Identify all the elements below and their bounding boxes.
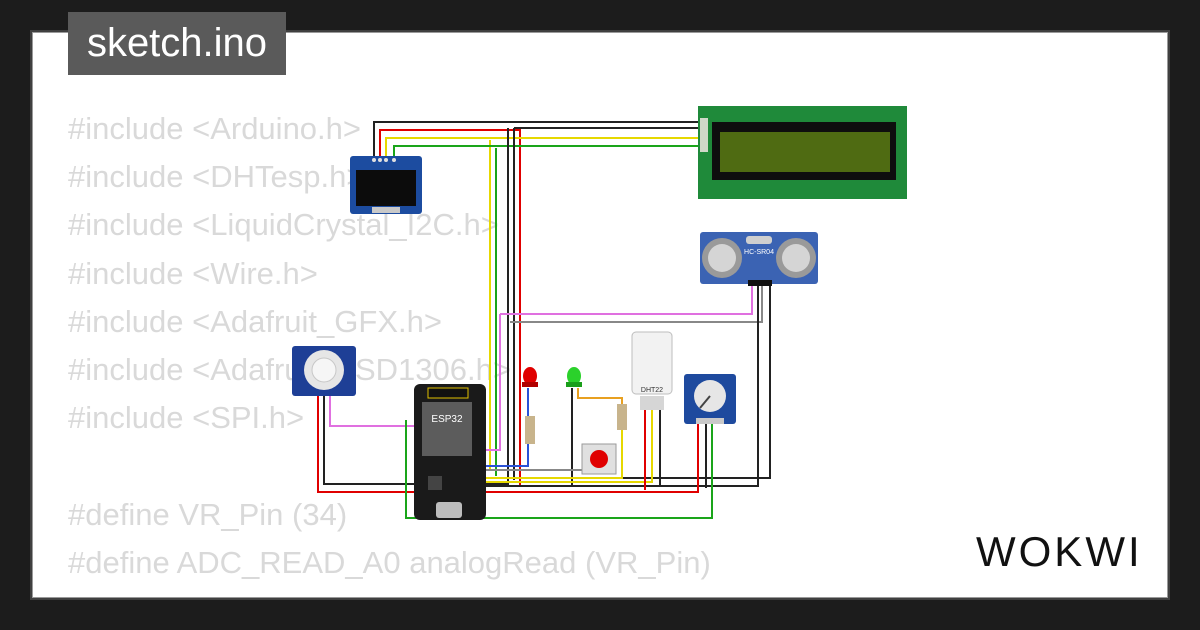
wire-green: [405, 420, 713, 519]
preview-card: #include <Arduino.h> #include <DHTesp.h> #…: [33, 33, 1167, 597]
wire-red: [317, 396, 414, 493]
code-line: #include <Arduino.h>: [68, 111, 362, 146]
potentiometer-icon: [684, 374, 736, 424]
wokwi-logo: WOKWI: [976, 528, 1143, 575]
lcd-display: [698, 106, 907, 199]
wire-red: [480, 420, 699, 493]
ultrasonic-sensor: HC-SR04: [700, 232, 818, 286]
wire-black: [513, 127, 700, 480]
wire-gray: [510, 284, 763, 323]
code-line: #include <Wire.h>: [68, 255, 318, 291]
code-preview: #include <Arduino.h> #include <DHTesp.h> #…: [68, 105, 711, 597]
esp32-board: ESP32: [414, 384, 486, 520]
wire-blue: [480, 388, 529, 467]
led-red-icon: [522, 367, 538, 444]
pir-sensor-icon: [292, 346, 356, 396]
dht-label: DHT22: [641, 387, 663, 394]
wire-black: [480, 128, 509, 485]
code-line: #include <Adafruit_GFX.h>: [68, 303, 442, 339]
wire-yellow: [480, 410, 653, 483]
led-green-icon: [566, 367, 582, 387]
circuit-diagram: HC-SR04 ESP32: [292, 106, 907, 520]
wire-orange: [577, 388, 623, 404]
wire-green: [393, 145, 700, 476]
code-line: #include <SPI.h>: [68, 400, 305, 436]
push-button-icon: [581, 443, 617, 475]
code-line: #define ADC_READ_A0 analogRead (VR_Pin): [68, 544, 711, 580]
wire-pink: [480, 284, 753, 451]
wire-black: [323, 396, 414, 485]
code-line: #define SWITCH_S1 (35): [68, 587, 711, 597]
file-tab[interactable]: sketch.ino: [68, 12, 286, 75]
code-line: #include <LiquidCrystal_I2C.h>: [68, 207, 499, 243]
ultrasonic-label: HC-SR04: [744, 249, 774, 256]
wire-pink: [329, 396, 414, 427]
oled-display: [350, 156, 422, 214]
wires: [317, 121, 771, 519]
code-line: #include <DHTesp.h>: [68, 159, 365, 195]
brand-name: WOKWI: [976, 528, 1143, 575]
code-line: #define VR_Pin (34): [68, 496, 348, 532]
wire-yellow: [480, 430, 623, 479]
wire-black: [373, 121, 700, 158]
esp32-label: ESP32: [431, 414, 463, 425]
dht22-sensor: DHT22: [631, 331, 673, 410]
resistor: [617, 404, 627, 430]
